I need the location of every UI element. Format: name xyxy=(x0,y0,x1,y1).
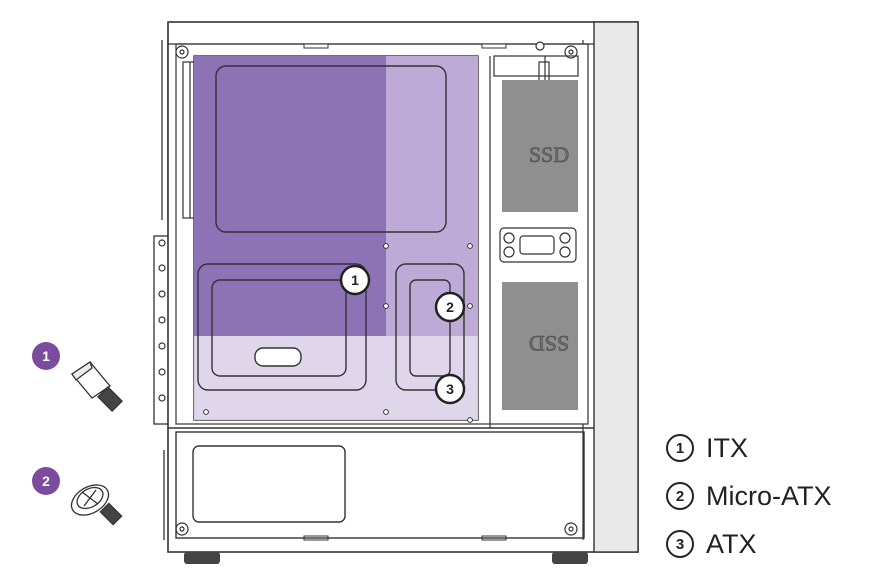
ssd-label-top: SSD xyxy=(529,142,569,167)
phillips-screw-icon xyxy=(70,484,123,526)
legend-item-itx: 1 ITX xyxy=(666,424,866,472)
cable-grommet xyxy=(499,227,577,263)
legend-label: ATX xyxy=(706,528,757,559)
svg-text:3: 3 xyxy=(446,381,454,397)
part-badge-2: 2 xyxy=(32,467,60,495)
legend-label: ITX xyxy=(706,432,749,463)
legend-number: 1 xyxy=(666,434,694,462)
legend-number: 2 xyxy=(666,482,694,510)
legend: 1 ITX 2 Micro-ATX 3 ATX xyxy=(666,424,866,568)
svg-text:2: 2 xyxy=(446,299,454,315)
legend-item-microatx: 2 Micro-ATX xyxy=(666,472,866,520)
marker-microatx: 2 xyxy=(434,291,466,323)
legend-item-atx: 3 ATX xyxy=(666,520,866,568)
psu-shroud xyxy=(175,431,585,539)
legend-label: Micro-ATX xyxy=(706,480,832,511)
svg-text:1: 1 xyxy=(351,272,359,288)
case-feet xyxy=(184,552,588,564)
ssd-bay-top xyxy=(502,80,578,212)
corner-screws xyxy=(175,41,578,536)
part-badge-1: 1 xyxy=(32,342,60,370)
ssd-label-bottom: SSD xyxy=(529,331,569,356)
ssd-bay-bottom xyxy=(502,282,578,410)
standoff-screw-icon xyxy=(71,360,123,412)
marker-itx: 1 xyxy=(339,264,371,296)
legend-number: 3 xyxy=(666,530,694,558)
marker-atx: 3 xyxy=(434,373,466,405)
standoff-holes xyxy=(203,243,473,423)
cpu-cutout xyxy=(197,65,465,391)
